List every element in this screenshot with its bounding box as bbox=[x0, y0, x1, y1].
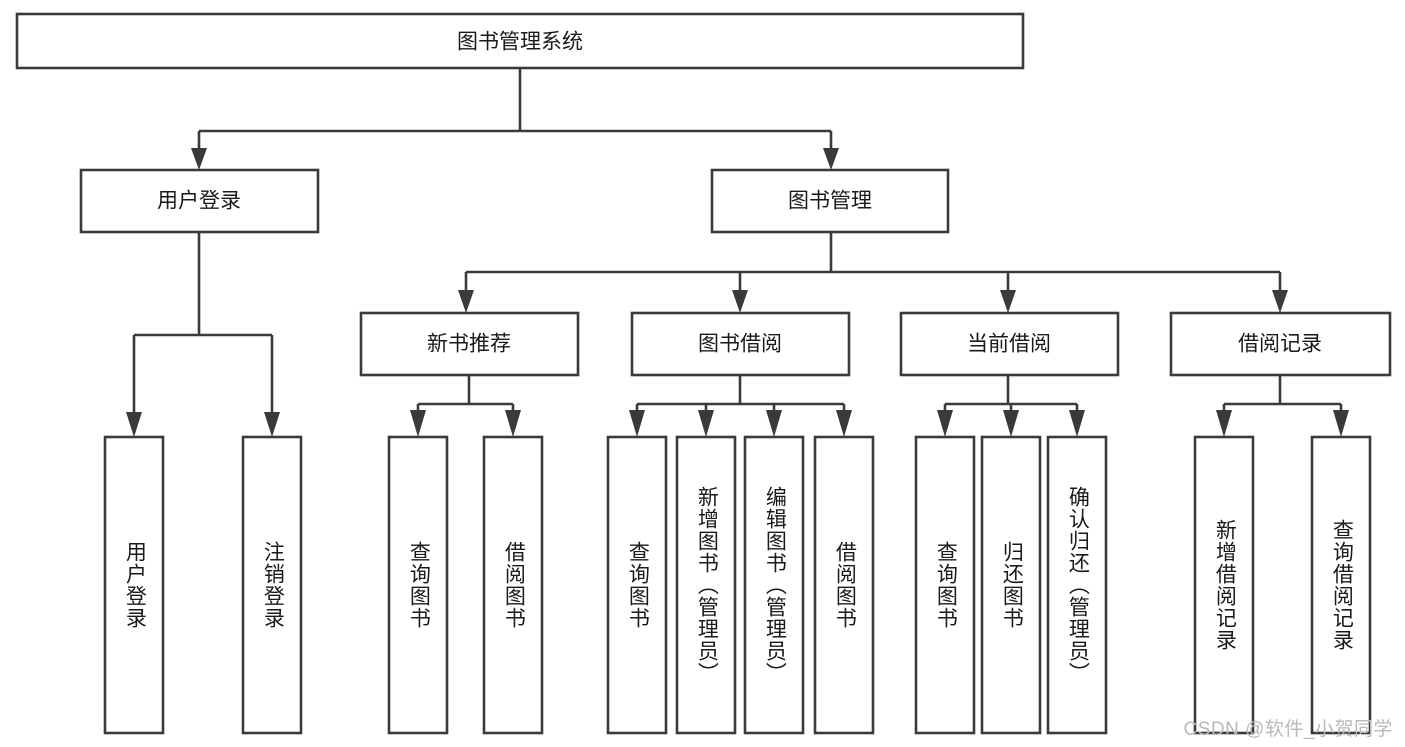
node-current-borrow-label: 当前借阅 bbox=[967, 333, 1051, 356]
node-book-borrow-label: 图书借阅 bbox=[698, 333, 782, 356]
arrowhead-book-borrow bbox=[732, 290, 748, 313]
node-book-manage[interactable] bbox=[710, 168, 950, 234]
leaf-box-book-borrow-4[interactable] bbox=[813, 435, 875, 735]
arrowhead-ul-leaf1 bbox=[126, 412, 142, 437]
node-new-book-recommend-label: 新书推荐 bbox=[427, 333, 511, 356]
arrowhead-nb-leaf1 bbox=[410, 410, 426, 437]
node-new-book-recommend[interactable] bbox=[359, 311, 580, 377]
connector-group-book-borrow-leaves bbox=[629, 375, 852, 437]
node-root-system[interactable] bbox=[15, 12, 1025, 70]
leaf-label-book-borrow-3[interactable]: 编辑图书（管理员） bbox=[763, 486, 787, 684]
leaf-box-current-borrow-3[interactable] bbox=[1046, 435, 1108, 735]
node-borrow-record[interactable] bbox=[1169, 311, 1392, 377]
arrowhead-nb-leaf2 bbox=[505, 410, 521, 437]
connector-group-borrow-record-leaves bbox=[1216, 375, 1349, 437]
leaf-box-borrow-record-1[interactable] bbox=[1193, 435, 1255, 735]
leaf-label-borrow-record-2[interactable]: 查询借阅记录 bbox=[1330, 519, 1354, 651]
arrowhead-new-book bbox=[458, 290, 474, 313]
connector-group-book-manage bbox=[458, 232, 1288, 313]
arrowhead-br-leaf2 bbox=[1333, 410, 1349, 437]
leaf-label-user-login-1[interactable]: 用户登录 bbox=[123, 541, 147, 629]
leaf-label-current-borrow-2[interactable]: 归还图书 bbox=[1000, 541, 1024, 629]
leaf-label-book-borrow-4[interactable]: 借阅图书 bbox=[833, 541, 857, 629]
connector-group-root bbox=[191, 68, 839, 170]
node-user-login-label: 用户登录 bbox=[157, 190, 241, 213]
connector-group-user-login-leaves bbox=[126, 232, 280, 437]
leaf-label-current-borrow-3[interactable]: 确认归还（管理员） bbox=[1066, 486, 1090, 684]
arrowhead-bb-leaf3 bbox=[766, 410, 782, 437]
leaf-box-borrow-record-2[interactable] bbox=[1310, 435, 1372, 735]
leaf-box-new-book-1[interactable] bbox=[387, 435, 449, 735]
csdn-watermark: CSDN @软件_小贺同学 bbox=[1183, 719, 1393, 740]
leaf-box-current-borrow-1[interactable] bbox=[914, 435, 976, 735]
leaf-box-book-borrow-1[interactable] bbox=[606, 435, 668, 735]
node-book-borrow[interactable] bbox=[630, 311, 851, 377]
leaf-label-book-borrow-2[interactable]: 新增图书（管理员） bbox=[695, 486, 719, 684]
connector-group-current-borrow-leaves bbox=[937, 375, 1085, 437]
leaf-label-borrow-record-1[interactable]: 新增借阅记录 bbox=[1213, 519, 1237, 651]
arrowhead-br-leaf1 bbox=[1216, 410, 1232, 437]
arrowhead-book-manage bbox=[823, 148, 839, 170]
arrowhead-cb-leaf3 bbox=[1069, 410, 1085, 437]
node-borrow-record-label: 借阅记录 bbox=[1238, 333, 1322, 356]
arrowhead-ul-leaf2 bbox=[264, 412, 280, 437]
leaf-label-current-borrow-1[interactable]: 查询图书 bbox=[934, 541, 958, 629]
node-root-system-label: 图书管理系统 bbox=[457, 31, 583, 54]
leaf-box-book-borrow-2[interactable] bbox=[675, 435, 737, 735]
leaf-box-book-borrow-3[interactable] bbox=[743, 435, 805, 735]
leaf-box-current-borrow-2[interactable] bbox=[980, 435, 1042, 735]
arrowhead-bb-leaf1 bbox=[629, 410, 645, 437]
arrowhead-user-login bbox=[191, 148, 207, 170]
arrowhead-cb-leaf2 bbox=[1003, 410, 1019, 437]
arrowhead-borrow-record bbox=[1272, 290, 1288, 313]
node-current-borrow[interactable] bbox=[899, 311, 1120, 377]
connector-group-new-book-leaves bbox=[410, 375, 521, 437]
leaf-label-user-login-2[interactable]: 注销登录 bbox=[261, 541, 285, 629]
arrowhead-bb-leaf2 bbox=[698, 410, 714, 437]
leaf-box-new-book-2[interactable] bbox=[482, 435, 544, 735]
node-book-manage-label: 图书管理 bbox=[788, 190, 872, 213]
leaf-label-new-book-2[interactable]: 借阅图书 bbox=[502, 541, 526, 629]
arrowhead-current-borrow bbox=[1000, 290, 1016, 313]
leaf-label-book-borrow-1[interactable]: 查询图书 bbox=[626, 541, 650, 629]
leaf-label-new-book-1[interactable]: 查询图书 bbox=[407, 541, 431, 629]
node-user-login[interactable] bbox=[79, 168, 320, 234]
arrowhead-bb-leaf4 bbox=[836, 410, 852, 437]
arrowhead-cb-leaf1 bbox=[937, 410, 953, 437]
leaf-box-user-login-2[interactable] bbox=[241, 435, 303, 735]
leaf-box-user-login-1[interactable] bbox=[103, 435, 165, 735]
